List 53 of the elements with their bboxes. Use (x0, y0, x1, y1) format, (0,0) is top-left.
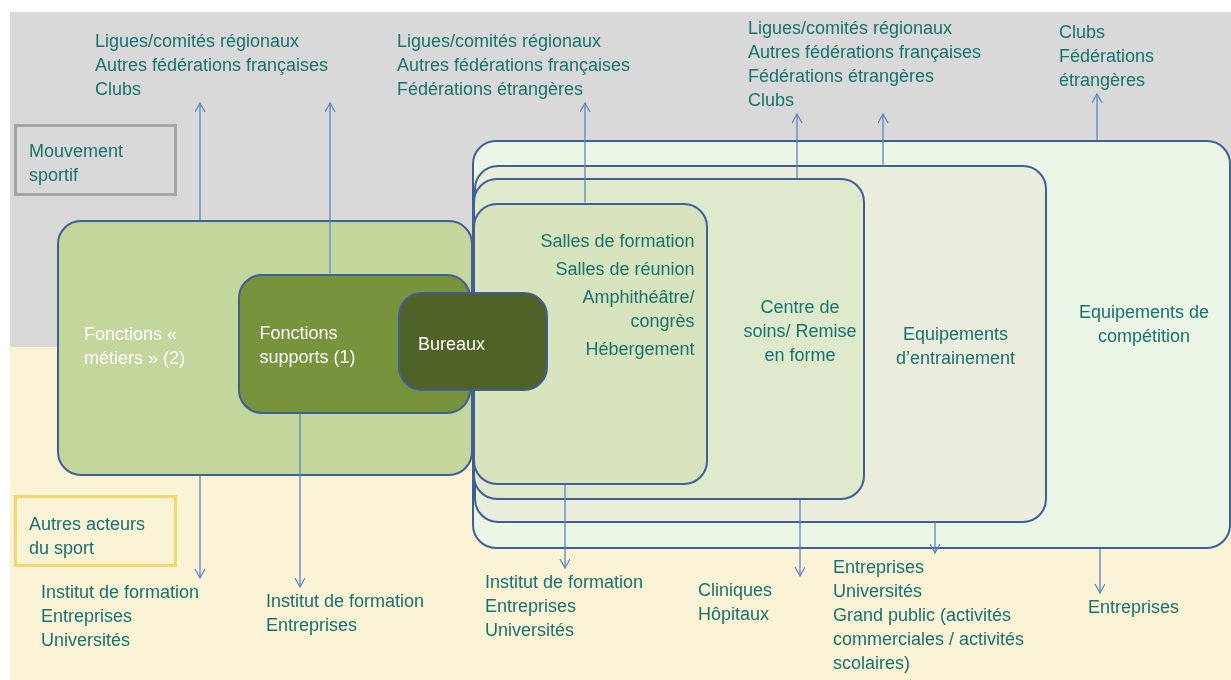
arrow (324, 102, 336, 275)
box-label: Hébergement (584, 337, 695, 361)
arrow (559, 483, 571, 569)
office-box (398, 292, 548, 391)
arrow (579, 102, 591, 204)
box-label: Amphithéâtre/ congrès (581, 285, 695, 333)
box-label: Salles de réunion (554, 257, 695, 281)
stakeholder-label: Clubs (1059, 21, 1107, 44)
stakeholder-label: Ligues/comités régionaux (95, 30, 301, 53)
box-label: Equipements de compétition (1077, 301, 1211, 348)
stakeholder-label: Fédérations étrangères (397, 78, 585, 101)
arrow (929, 521, 941, 554)
arrow (877, 113, 889, 166)
box-label: Bureaux (418, 333, 487, 356)
group-label: Autres acteurs du sport (29, 513, 147, 560)
box-label: Equipements d’entrainement (894, 322, 1017, 370)
stakeholder-label: Hôpitaux (698, 603, 771, 626)
arrow (791, 113, 803, 179)
stakeholder-label: Clubs (748, 89, 796, 112)
stakeholder-label: Institut de formation (41, 581, 201, 604)
stakeholder-label: Autres fédérations françaises (748, 41, 983, 64)
stakeholder-label: Cliniques (698, 579, 774, 602)
arrow (1094, 548, 1106, 594)
stakeholder-label: Institut de formation (485, 571, 645, 594)
stakeholder-label: Clubs (95, 78, 143, 101)
stakeholder-label: Grand public (activités commerciales / activités scolaires) (833, 604, 1026, 675)
stakeholder-label: Entreprises (833, 556, 926, 579)
stakeholder-label: Entreprises (485, 595, 578, 618)
stakeholder-label: Autres fédérations françaises (95, 54, 330, 77)
arrow (794, 499, 806, 577)
stakeholder-label: Fédérations étrangères (1059, 45, 1156, 92)
box-label: Salles de formation (539, 229, 695, 253)
arrow (194, 102, 206, 221)
stakeholder-label: Entreprises (41, 605, 134, 628)
group-tag-box (14, 124, 177, 196)
stakeholder-label: Ligues/comités régionaux (397, 30, 603, 53)
stakeholder-label: Entreprises (1088, 596, 1181, 619)
stakeholder-label: Universités (833, 580, 924, 603)
stakeholder-label: Universités (485, 619, 576, 642)
arrow (194, 475, 206, 579)
arrow (1091, 93, 1103, 141)
stakeholder-label: Fédérations étrangères (748, 65, 936, 88)
group-tag-box (14, 495, 177, 567)
box-label: Fonctions supports (1) (259, 321, 357, 369)
arrow (294, 412, 306, 588)
stakeholder-label: Entreprises (266, 614, 359, 637)
group-label: Mouvement sportif (29, 140, 125, 187)
stakeholder-label: Institut de formation (266, 590, 426, 613)
stakeholder-label: Autres fédérations françaises (397, 54, 632, 77)
stakeholder-label: Ligues/comités régionaux (748, 17, 954, 40)
box-label: Fonctions « métiers » (2) (84, 323, 187, 370)
box-label: Centre de soins/ Remise en forme (742, 296, 858, 367)
stakeholder-label: Universités (41, 629, 132, 652)
